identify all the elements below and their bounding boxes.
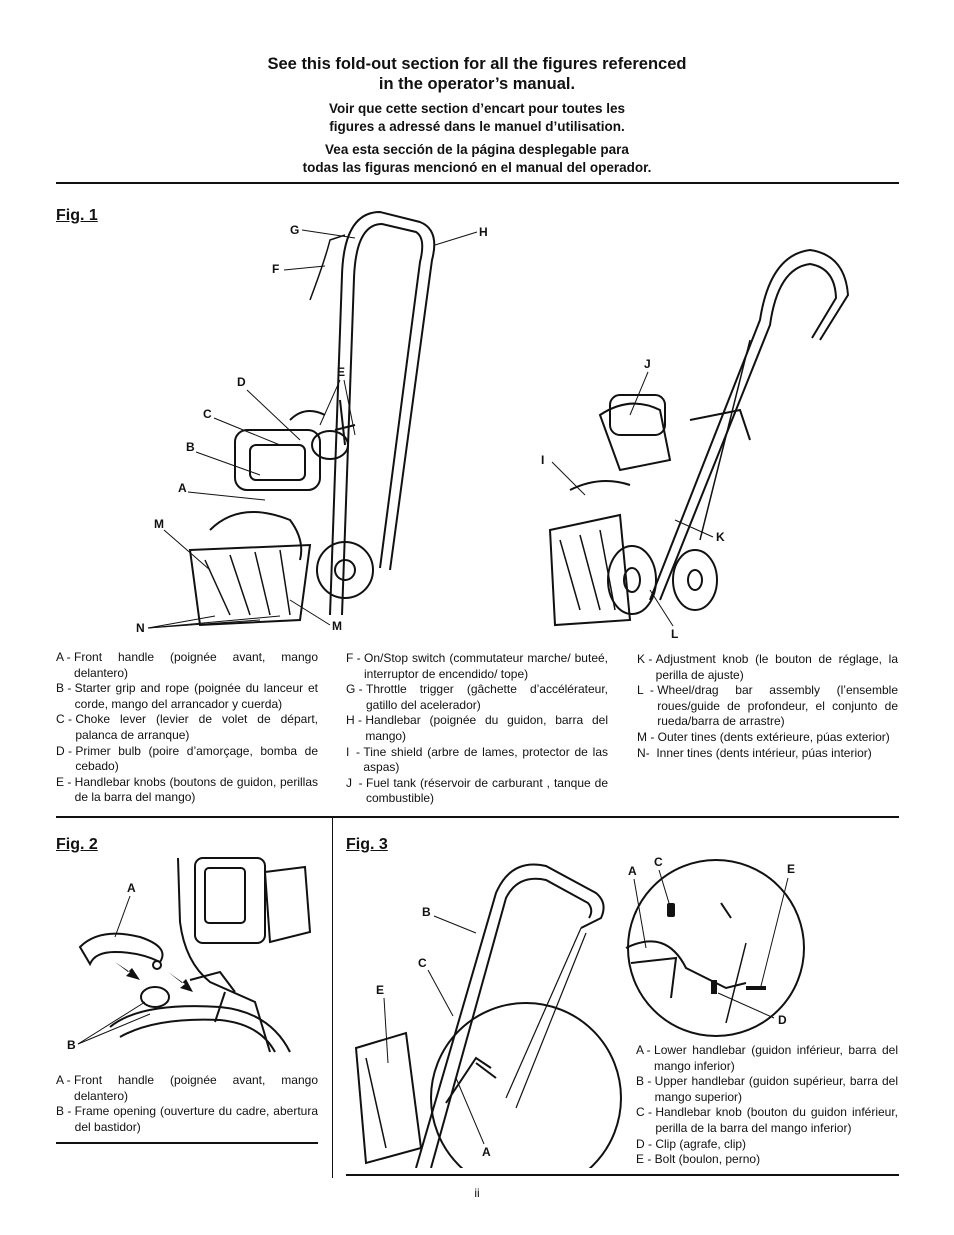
- fig3-callout-d-zoom: D: [778, 1013, 787, 1027]
- legend-item-i: I - Tine shield (arbre de lames, protect…: [346, 744, 608, 775]
- header-english-line2: in the operator’s manual.: [378, 75, 576, 93]
- clip-icon: [711, 980, 717, 994]
- legend-item-e: E - Handlebar knobs (boutons de guidon, …: [56, 774, 318, 805]
- header-spanish-line2: todas las figuras mencionó en el manual …: [302, 160, 652, 175]
- callout-i: I: [541, 453, 544, 467]
- fig3-illustration: B C E A A C E D: [354, 855, 805, 1168]
- fig2-callout-b: B: [67, 1038, 76, 1052]
- arrow-down-right-icon: [168, 972, 193, 992]
- callout-h: H: [479, 225, 488, 239]
- callout-m-left: M: [154, 517, 164, 531]
- callout-b: B: [186, 440, 195, 454]
- header-english-line1: See this fold-out section for all the fi…: [267, 55, 687, 73]
- callout-m-right: M: [332, 619, 342, 633]
- fig3-callout-a-bottom: A: [482, 1145, 491, 1159]
- legend-item-d: D - Primer bulb (poire d’amorçage, bomba…: [56, 743, 318, 774]
- fig2-fig3-vertical-divider: [332, 818, 333, 1178]
- knob-icon: [667, 903, 675, 917]
- bolt-icon: [746, 986, 766, 990]
- legend-item-f: F - On/Stop switch (commutateur marche/ …: [346, 651, 608, 681]
- callout-a: A: [178, 481, 187, 495]
- fig1-callouts-right: J I K L: [541, 357, 725, 641]
- fig3-legend-item-c: C - Handlebar knob (bouton du guidon inf…: [636, 1105, 898, 1135]
- callout-e: E: [337, 365, 345, 379]
- fig3-callout-b: B: [422, 905, 431, 919]
- callout-k: K: [716, 530, 725, 544]
- callout-j: J: [644, 357, 651, 371]
- fig1-legend-col1: A - Front handle (poignée avant, mango d…: [56, 650, 318, 806]
- fig3-legend: A - Lower handlebar (guidon inférieur, b…: [636, 1043, 898, 1168]
- header-french-line2: figures a adressé dans le manuel d’utili…: [329, 119, 625, 134]
- fig2-legend-item-b: B - Frame opening (ouverture du cadre, a…: [56, 1104, 318, 1134]
- fig2-bottom-rule: [56, 1142, 318, 1144]
- legend-item-k: K - Adjustment knob (le bouton de réglag…: [637, 652, 898, 682]
- fig1-divider: [56, 816, 899, 818]
- legend-item-m: M - Outer tines (dents extérieure, púas …: [637, 729, 890, 744]
- legend-item-a: A - Front handle (poignée avant, mango d…: [56, 650, 318, 680]
- callout-d: D: [237, 375, 246, 389]
- legend-item-l: L - Wheel/drag bar assembly (l’ensemble …: [637, 683, 898, 729]
- callout-l: L: [671, 627, 678, 641]
- fig1-legend-col2: F - On/Stop switch (commutateur marche/ …: [346, 651, 608, 807]
- fig3-legend-item-b: B - Upper handlebar (guidon supérieur, b…: [636, 1074, 898, 1104]
- fig3-callout-c-zoom: C: [654, 855, 663, 869]
- fig3-legend-item-e: E - Bolt (boulon, perno): [636, 1152, 761, 1167]
- fig2-title: Fig. 2: [56, 836, 98, 853]
- fig1-legend-col3: K - Adjustment knob (le bouton de réglag…: [637, 652, 898, 761]
- legend-item-c: C - Choke lever (levier de volet de dépa…: [56, 712, 318, 742]
- legend-item-g: G - Throttle trigger (gâchette d’accélér…: [346, 682, 608, 712]
- fig3-callout-e-zoom: E: [787, 862, 795, 876]
- legend-item-j: J - Fuel tank (réservoir de carburant , …: [346, 775, 608, 806]
- legend-item-b: B - Starter grip and rope (poignée du la…: [56, 681, 318, 711]
- legend-item-n: N- Inner tines (dents intérieur, púas in…: [637, 745, 872, 760]
- fig3-title: Fig. 3: [346, 836, 388, 853]
- fig3-callout-e: E: [376, 983, 384, 997]
- callout-c: C: [203, 407, 212, 421]
- fig3-legend-item-d: D - Clip (agrafe, clip): [636, 1136, 747, 1151]
- tiller-rear-drawing: [548, 248, 850, 627]
- fig2-legend: A - Front handle (poignée avant, mango d…: [56, 1073, 318, 1135]
- callout-n: N: [136, 621, 145, 635]
- tiller-front-drawing: [188, 210, 436, 627]
- fig1-title: Fig. 1: [56, 207, 98, 224]
- fig2-arrows: [115, 962, 193, 992]
- fig1-illustration: G H F D E C B A M N M: [136, 210, 850, 641]
- fig1-callouts-left: G H F D E C B A M N M: [136, 223, 488, 635]
- fig3-callout-c: C: [418, 956, 427, 970]
- fig3-callout-a-zoom: A: [628, 864, 637, 878]
- header-divider: [56, 182, 899, 184]
- fig2-illustration: A B: [67, 857, 312, 1053]
- callout-f: F: [272, 262, 279, 276]
- arrow-down-right-icon: [115, 962, 140, 980]
- fig3-bottom-rule: [346, 1174, 899, 1176]
- callout-g: G: [290, 223, 299, 237]
- fig2-callout-a: A: [127, 881, 136, 895]
- page-number: ii: [474, 1186, 480, 1200]
- header-french-line1: Voir que cette section d’encart pour tou…: [328, 101, 626, 116]
- fig2-legend-item-a: A - Front handle (poignée avant, mango d…: [56, 1073, 318, 1103]
- fig3-legend-item-a: A - Lower handlebar (guidon inférieur, b…: [636, 1043, 898, 1073]
- header-spanish-line1: Vea esta sección de la página desplegabl…: [325, 142, 629, 157]
- legend-item-h: H - Handlebar (poignée du guidon, barra …: [346, 713, 608, 743]
